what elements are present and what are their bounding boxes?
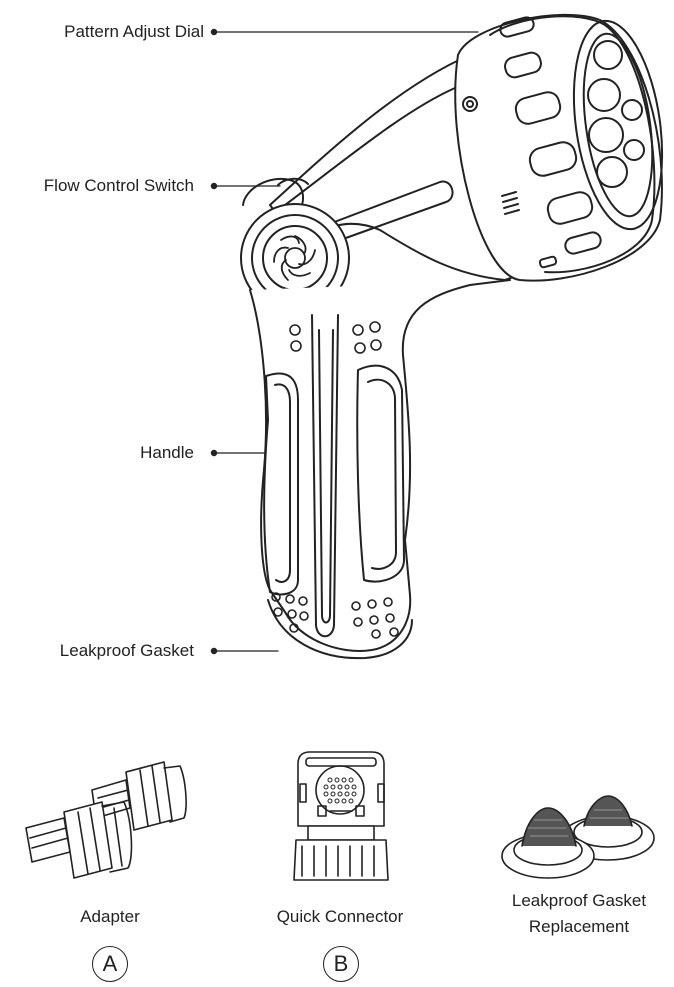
handle-body [249, 279, 511, 660]
handle-label: Handle [140, 443, 194, 462]
pattern-adjust-dial [454, 13, 664, 282]
gasket-illustration [501, 795, 655, 879]
gasket-replacement-caption: Leakproof Gasket Replacement [484, 890, 674, 938]
quick-connector-letter-badge: B [323, 946, 359, 982]
quick-connector-illustration [293, 751, 389, 881]
flow-control-switch [240, 177, 350, 313]
gasket-replacement-caption-line2: Replacement [528, 917, 630, 936]
quick-connector-caption: Quick Connector [276, 907, 404, 926]
adapter-illustration [25, 761, 187, 879]
gasket-replacement-caption-line1: Leakproof Gasket [511, 891, 647, 910]
pattern-adjust-dial-label: Pattern Adjust Dial [64, 22, 204, 41]
adapter-caption: Adapter [80, 907, 140, 926]
adapter-letter-badge: A [92, 946, 128, 982]
flow-control-switch-label: Flow Control Switch [43, 176, 194, 195]
leakproof-gasket-label: Leakproof Gasket [59, 641, 194, 660]
